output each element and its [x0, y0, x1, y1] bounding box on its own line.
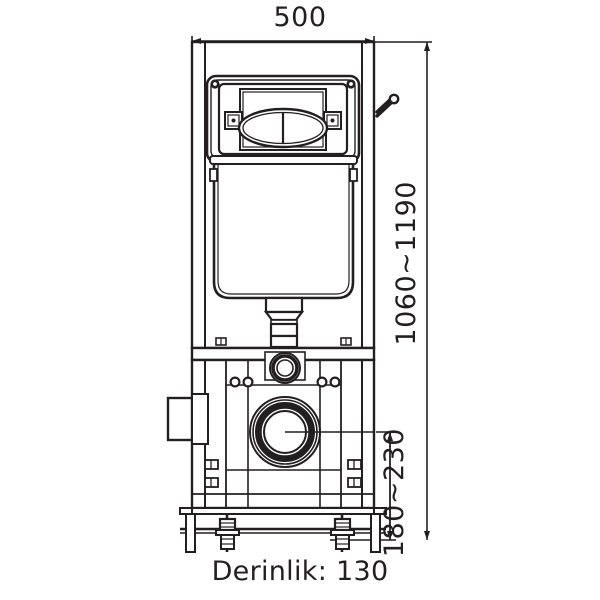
- flush-inlet-port: [264, 351, 306, 384]
- water-inlet-box: [166, 393, 209, 445]
- dimension-label-depth-offset: 180~230: [379, 428, 410, 558]
- flush-plate: [205, 74, 361, 164]
- bracket-left-upper: [204, 459, 219, 470]
- fixing-holes: [229, 376, 341, 388]
- tank-tab-right: [349, 168, 358, 182]
- adjustable-foot-right: [330, 514, 355, 552]
- bracket-left-lower: [204, 477, 219, 488]
- flush-pipe-connector: [263, 296, 305, 349]
- bracket-right-lower: [347, 477, 362, 488]
- base-rail: [179, 507, 387, 534]
- cistern-tank: [209, 155, 358, 300]
- caption-depth: Derinlik: 130: [211, 556, 389, 587]
- frame-side-rails-upper: [204, 42, 363, 348]
- dimension-height-1060-1190: [374, 41, 432, 540]
- bracket-fittings: [204, 459, 362, 488]
- waste-outlet: [249, 396, 374, 468]
- dimension-label-width: 500: [273, 2, 327, 33]
- frame-leg-posts: [185, 494, 381, 553]
- bracket-right-upper: [347, 459, 362, 470]
- lower-shelf-tabs: [215, 337, 352, 346]
- dimension-label-height: 1060~1190: [391, 181, 422, 346]
- adjustable-foot-left: [215, 514, 240, 552]
- tank-tab-left: [209, 168, 218, 182]
- service-lever-icon: [375, 93, 400, 118]
